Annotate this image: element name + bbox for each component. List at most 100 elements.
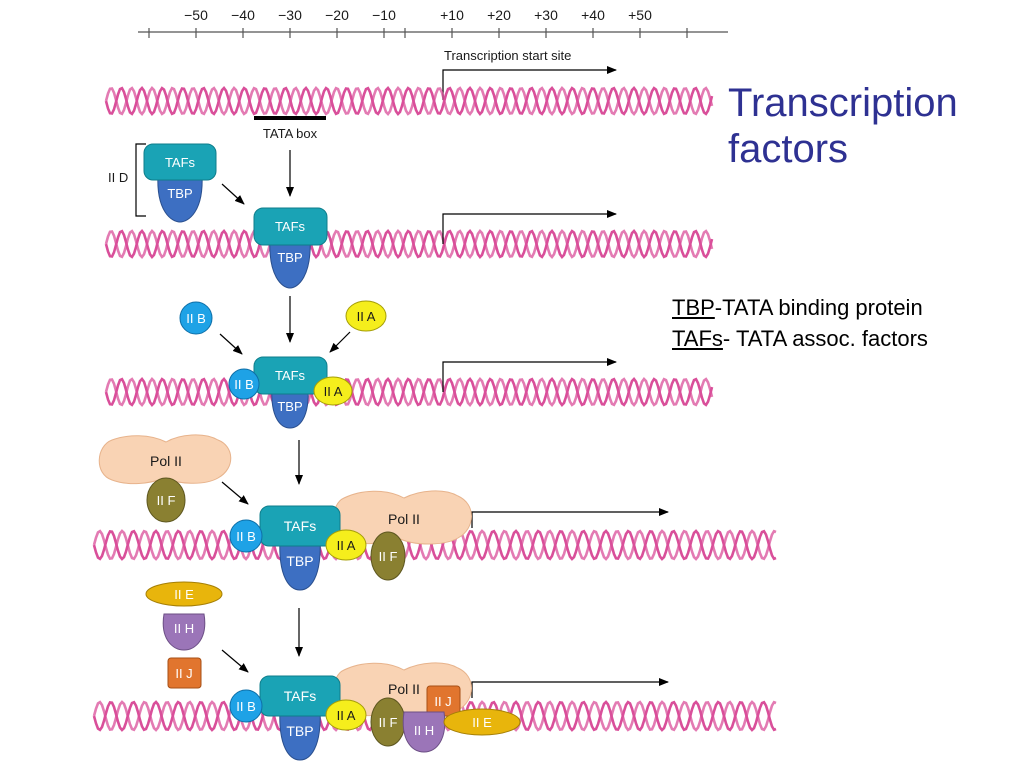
start-site-label: Transcription start site: [444, 48, 571, 63]
arrow-general-factors-binding: [221, 649, 249, 673]
iib-label: II B: [236, 699, 256, 714]
legend-def-tafs: - TATA assoc. factors: [722, 326, 928, 351]
tbp-label: TBP: [167, 186, 192, 201]
iia-label: II A: [324, 384, 343, 399]
tbp-protein: [269, 237, 311, 289]
tbp-protein: [279, 537, 321, 591]
slide-title-line-2: factors: [728, 127, 849, 171]
dna-helix-step-1: [104, 85, 714, 117]
iie-protein: [145, 581, 223, 607]
pol2-protein: [98, 434, 232, 485]
dna-strand: [92, 529, 777, 561]
tafs-label: TAFs: [275, 219, 306, 234]
tbp-protein: [271, 385, 309, 429]
legend-row-tbp: TBP-TATA binding protein: [672, 292, 928, 323]
arrow-iid-binding: [221, 183, 245, 205]
start-arrow-step-5: [471, 678, 669, 698]
iia-protein: [313, 376, 353, 406]
start-arrow-step-2: [442, 210, 617, 244]
iih-label: II H: [414, 723, 434, 738]
free-tfiid-complex: TAFs TBP: [143, 143, 217, 223]
iid-bracket-label: II D: [108, 170, 128, 185]
ruler-ticks: [148, 28, 688, 38]
iij-label: II J: [175, 666, 192, 681]
tafs-protein: [143, 143, 217, 181]
free-iib: II B: [179, 301, 213, 335]
tbp-label: TBP: [277, 399, 302, 414]
tafs-label: TAFs: [275, 368, 306, 383]
tafs-label: TAFs: [284, 518, 316, 534]
iib-protein: [228, 368, 260, 400]
tick-label-plus-10: +10: [440, 7, 464, 23]
arrow-iia-binding: [329, 331, 351, 353]
free-iia: II A: [345, 300, 387, 332]
iib-protein: [179, 301, 213, 335]
iie-label: II E: [472, 715, 492, 730]
slide-title: Transcription factors: [728, 80, 958, 172]
legend-row-tafs: TAFs- TATA assoc. factors: [672, 323, 928, 354]
tbp-protein: [157, 173, 203, 223]
start-site-arrow: [442, 66, 617, 100]
iia-protein: [345, 300, 387, 332]
tafs-label: TAFs: [284, 688, 316, 704]
legend-def-tbp: -TATA binding protein: [714, 295, 923, 320]
dna-helix-step-2: [104, 228, 714, 260]
tata-box-bar: [254, 116, 326, 120]
legend-abbr-tafs: TAFs: [672, 326, 723, 351]
iia-label: II A: [357, 309, 376, 324]
slide-title-line-1: Transcription: [728, 81, 958, 125]
tick-label-plus-20: +20: [487, 7, 511, 23]
tata-box-label: TATA box: [263, 126, 318, 141]
iia-label: II A: [337, 538, 356, 553]
iih-label: II H: [174, 621, 194, 636]
iif-protein: [146, 477, 186, 523]
tick-label-plus-40: +40: [581, 7, 605, 23]
position-ruler: −50 −40 −30 −20 −10 +10 +20 +30 +40 +50: [138, 7, 728, 38]
iif-label: II F: [379, 549, 398, 564]
dna-strand: [104, 376, 714, 408]
iib-label: II B: [234, 377, 254, 392]
pol2-label: Pol II: [150, 453, 182, 469]
dna-helix-step-3: [104, 376, 714, 408]
tafs-label: TAFs: [165, 155, 196, 170]
pol2-label: Pol II: [388, 681, 420, 697]
iid-bracket: [135, 143, 146, 217]
free-iie: II E: [145, 581, 223, 607]
iih-protein: [402, 711, 446, 753]
tbp-protein: [279, 707, 321, 761]
tbp-label: TBP: [277, 250, 302, 265]
iib-label: II B: [236, 529, 256, 544]
iif-label: II F: [379, 715, 398, 730]
complex-step-5: Pol II TAFs TBP II B II A II F II J II H…: [229, 662, 521, 761]
abbreviation-legend: TBP-TATA binding protein TAFs- TATA asso…: [672, 292, 928, 354]
start-arrow-step-3: [442, 358, 617, 392]
iij-label: II J: [434, 694, 451, 709]
tafs-protein: [253, 207, 328, 246]
tick-label-plus-50: +50: [628, 7, 652, 23]
tafs-protein: [259, 675, 341, 717]
tick-label-plus-30: +30: [534, 7, 558, 23]
complex-step-4: Pol II TAFs TBP II B II A II F: [229, 490, 472, 591]
iij-protein: [167, 657, 202, 689]
dna-strand: [104, 228, 714, 260]
dna-strand: [104, 85, 714, 117]
arrow-iib-binding: [219, 333, 243, 355]
iie-label: II E: [174, 587, 194, 602]
free-iij: II J: [167, 657, 202, 689]
arrow-pol2-binding: [221, 481, 249, 505]
pol2-label: Pol II: [388, 511, 420, 527]
iib-label: II B: [186, 311, 206, 326]
tick-label-minus-30: −30: [278, 7, 302, 23]
iib-protein: [229, 689, 263, 723]
start-arrow-step-4: [471, 508, 669, 528]
tick-label-minus-40: −40: [231, 7, 255, 23]
tbp-label: TBP: [286, 553, 313, 569]
iia-protein: [325, 699, 367, 731]
dna-strand: [104, 228, 714, 260]
tbp-label: TBP: [286, 723, 313, 739]
complex-step-3: TAFs TBP II B II A: [228, 356, 353, 429]
iia-label: II A: [337, 708, 356, 723]
tick-label-minus-20: −20: [325, 7, 349, 23]
dna-strand: [104, 376, 714, 408]
